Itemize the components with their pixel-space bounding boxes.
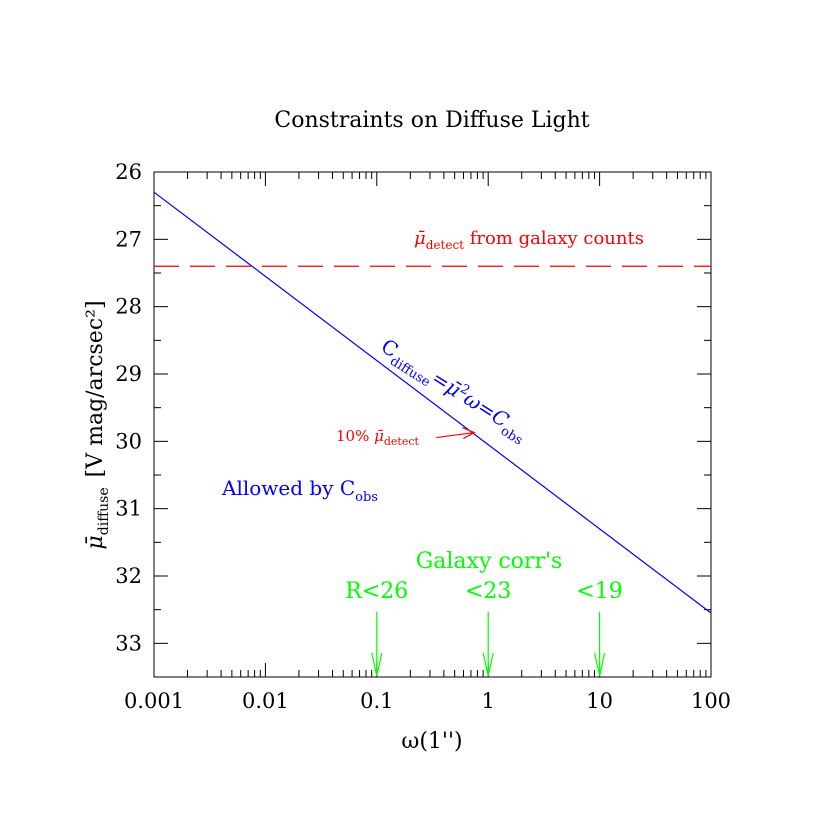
series-layer [153,191,712,614]
y-tick-label: 26 [115,160,142,184]
chart-title: Constraints on Diffuse Light [274,108,589,133]
x-tick-label: 0.001 [124,689,184,713]
ten-percent-text: 10% [336,427,374,445]
minor-ticks [154,172,711,678]
y-axis-ticks: 26 27 28 29 30 31 32 33 [115,160,711,655]
galaxy-arrow-head [371,652,383,677]
detect-label: μ̄detect from galaxy counts [414,228,644,252]
ten-percent-sub: detect [384,435,420,448]
y-tick-label: 27 [115,227,142,251]
allowed-sub: obs [355,490,378,505]
constraint-line [153,191,712,614]
x-tick-label: 100 [691,689,731,713]
galaxy-arrows: R<26 <23 <19 [345,579,623,677]
y-tick-label: 33 [115,631,142,655]
detect-text: from galaxy counts [464,228,644,249]
y-tick-label: 31 [115,497,142,521]
y-tick-label: 30 [115,429,142,453]
y-tick-label: 28 [115,295,142,319]
galaxy-arrow-head [482,652,494,677]
ten-percent-arrow-shaft [436,431,475,439]
detect-mu: μ̄ [414,228,426,249]
x-axis-label: ω(1'') [401,729,462,754]
galaxy-arrow-label: R<26 [345,579,408,604]
plot-frame [153,171,712,678]
detect-sub: detect [426,238,464,252]
y-axis-units: [V mag/arcsec²] [83,300,108,477]
x-tick-label: 0.01 [242,689,289,713]
galaxy-arrow-label: <19 [576,579,622,604]
allowed-text: Allowed by C [221,476,355,500]
ten-percent-mu: μ̄ [374,427,384,445]
x-tick-label: 10 [586,689,613,713]
y-tick-label: 32 [115,564,142,588]
ten-percent-label: 10% μ̄detect [336,427,420,448]
y-axis-label: μ̄diffuse [V mag/arcsec²] [83,300,112,549]
y-tick-label: 29 [115,362,142,386]
y-axis-symbol: μ̄ [83,535,108,549]
galaxy-arrow-label: <23 [465,579,511,604]
galaxy-arrow-head [594,652,606,677]
ten-percent-arrow-head [462,427,476,440]
x-tick-label: 0.1 [360,689,393,713]
x-tick-label: 1 [482,689,495,713]
galaxy-corr-title: Galaxy corr's [416,549,563,574]
y-axis-subscript: diffuse [96,487,112,535]
allowed-label: Allowed by Cobs [221,476,378,505]
ten-percent-arrow [436,427,476,440]
svg-text:μ̄diffuse[V mag/arcsec²]: μ̄diffuse [V mag/arcsec²] [83,300,112,549]
